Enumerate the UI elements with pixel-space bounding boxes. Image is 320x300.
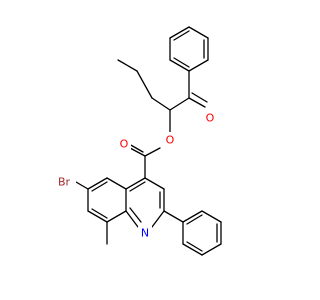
bond [129, 181, 146, 192]
structure-canvas: O O O Br N [52, 26, 222, 256]
bond [144, 147, 161, 157]
atom-labels: O O O Br N [52, 110, 216, 241]
bond [188, 59, 209, 72]
bond [188, 26, 209, 39]
bond [125, 210, 139, 228]
bromine-label: Br [58, 176, 71, 189]
bond [163, 210, 184, 223]
bond [201, 243, 222, 256]
bond [182, 243, 203, 256]
bond [144, 177, 165, 190]
bond [201, 210, 222, 223]
bond [188, 97, 206, 108]
bond [87, 177, 108, 190]
bond [186, 241, 203, 252]
bond [173, 57, 190, 68]
oxygen-label-carbonyl: O [120, 138, 129, 151]
bond [169, 26, 190, 39]
bond [75, 181, 89, 190]
bond [182, 210, 203, 223]
bond [87, 210, 108, 223]
oxygen-label-ester: O [166, 134, 175, 147]
bond [136, 70, 153, 99]
bond [173, 30, 190, 41]
bond [128, 143, 144, 153]
bond [106, 177, 127, 190]
bond [129, 147, 146, 157]
bond [151, 210, 165, 228]
bond [117, 59, 138, 72]
bond [191, 92, 208, 103]
bond [169, 97, 190, 111]
nitrogen-label: N [141, 227, 149, 240]
molecule-drawing: O O O Br N [52, 26, 222, 256]
bond [186, 214, 203, 225]
bond [91, 208, 108, 219]
bond [91, 181, 108, 192]
bond [106, 210, 127, 223]
bonds [75, 26, 222, 256]
bond [129, 207, 142, 223]
bond [151, 97, 171, 111]
bond [125, 177, 146, 190]
bond [169, 59, 190, 72]
oxygen-label-ketone: O [206, 112, 215, 125]
